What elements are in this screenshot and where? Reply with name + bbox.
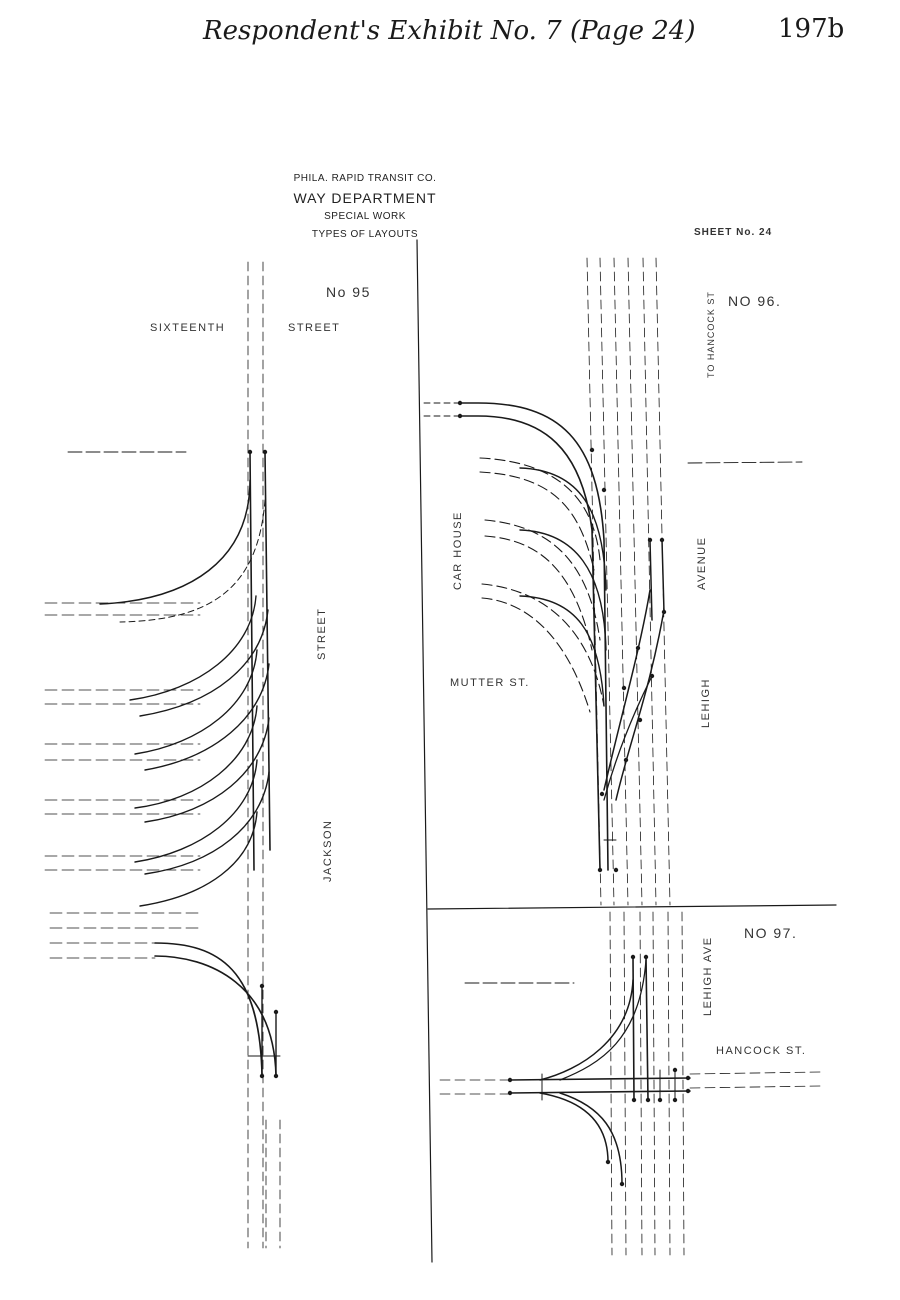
page-number: 197b — [778, 14, 845, 44]
switch-points — [247, 400, 691, 1187]
types-of-layouts-label: TYPES OF LAYOUTS — [311, 229, 419, 240]
special-work-label: SPECIAL WORK — [324, 211, 406, 222]
layout-96 — [423, 257, 803, 906]
exhibit-title: Respondent's Exhibit No. 7 (Page 24) — [203, 16, 696, 46]
company-name: PHILA. RAPID TRANSIT CO. — [293, 173, 437, 184]
sheet-number-label: SHEET No. 24 — [694, 227, 773, 238]
layout-97 — [439, 911, 821, 1256]
hancock-street-label: HANCOCK ST. — [716, 1045, 807, 1057]
department-name: WAY DEPARTMENT — [293, 190, 437, 206]
street-top-label: STREET — [288, 322, 341, 334]
layout-95-number: No 95 — [326, 284, 371, 300]
sixteenth-label: SIXTEENTH — [150, 322, 226, 334]
layout-96-number: NO 96. — [728, 293, 782, 309]
panel-divider-vertical-left — [416, 239, 433, 1263]
layout-95 — [44, 261, 281, 1249]
panel-divider-horizontal — [427, 904, 837, 910]
layout-97-number: NO 97. — [744, 925, 798, 941]
mutter-street-label: MUTTER ST. — [450, 677, 530, 689]
